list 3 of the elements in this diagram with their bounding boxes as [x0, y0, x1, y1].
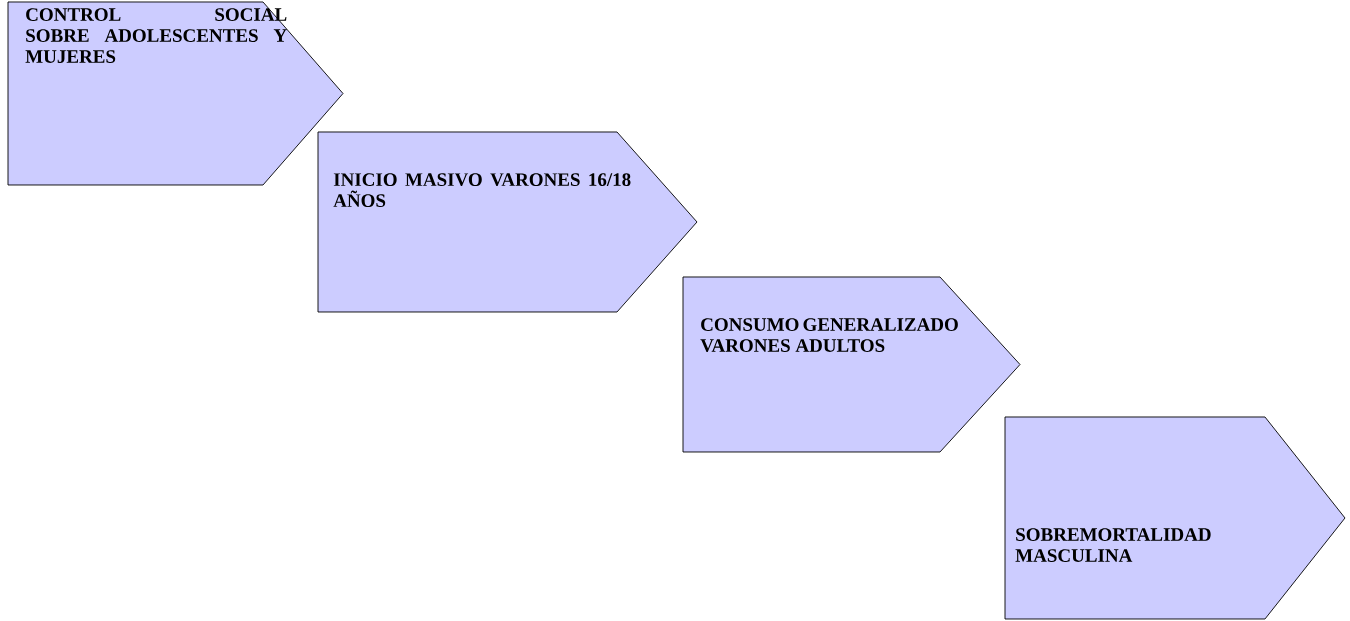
chevron-box: CONSUMO GENERALIZADO VARONES ADULTOS: [682, 276, 1021, 453]
chevron-box: INICIO MASIVO VARONES 16/18 AÑOS: [317, 131, 698, 313]
chevron-box: SOBREMORTALIDAD MASCULINA: [1004, 416, 1346, 620]
